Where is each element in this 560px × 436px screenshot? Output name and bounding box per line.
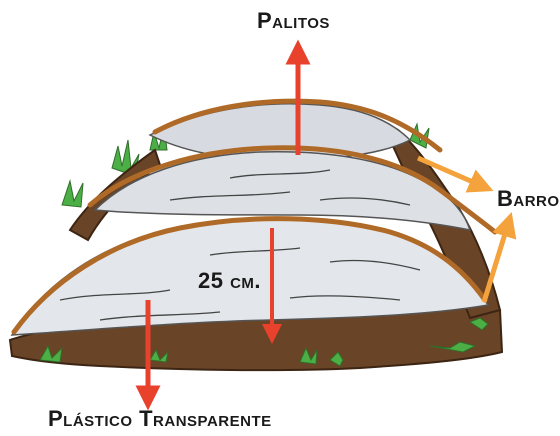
plastico-label: Plástico Transparente bbox=[48, 406, 272, 432]
barro-arrow-lower bbox=[484, 224, 508, 302]
barro-label: Barro bbox=[497, 186, 560, 212]
height-label: 25 cm. bbox=[198, 268, 261, 294]
palitos-label: Palitos bbox=[257, 8, 330, 34]
